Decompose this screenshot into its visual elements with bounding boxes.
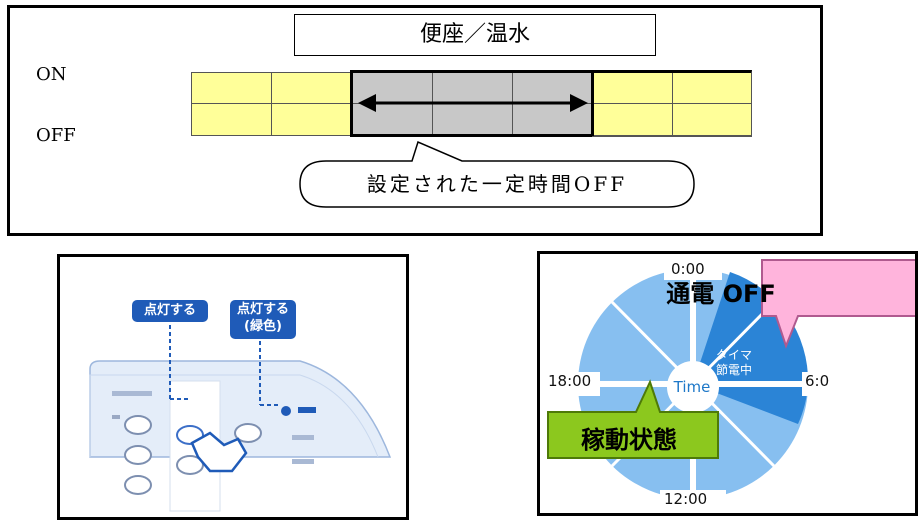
- schedule-cell: [271, 103, 352, 136]
- operating-state-callout: 稼動状態: [581, 426, 677, 454]
- control-panel-illustration: 点灯する 点灯する (緑色): [57, 254, 409, 520]
- remote-panel-graphic: [89, 325, 392, 512]
- schedule-cell: [592, 72, 673, 104]
- schedule-cell: [672, 72, 752, 104]
- lit-green-tag-line2: (緑色): [244, 319, 282, 334]
- timer-dial-illustration: [537, 251, 918, 516]
- lit-green-indicator-tag: 点灯する (緑色): [230, 300, 296, 339]
- timer-dial-graphic: [546, 258, 915, 513]
- duration-arrow-and-bubble: [299, 94, 695, 208]
- schedule-cell: [672, 103, 752, 136]
- dial-tick-right: 6:0: [805, 372, 830, 390]
- diagram-title: 便座／温水: [294, 14, 656, 56]
- dial-inner-label: タイマ 節電中: [716, 348, 752, 378]
- off-label: OFF: [36, 125, 76, 146]
- schedule-cell: [191, 103, 272, 136]
- power-off-callout: 通電 OFF: [666, 280, 776, 308]
- on-label: ON: [36, 64, 67, 85]
- on-period-frame: [592, 70, 752, 137]
- schedule-cell: [191, 72, 272, 104]
- dial-center-label: Time: [673, 378, 711, 396]
- dial-inner-label-line2: 節電中: [716, 363, 753, 377]
- lit-indicator-tag: 点灯する: [132, 300, 208, 322]
- off-period-frame: [350, 70, 594, 137]
- off-period-cell: [352, 103, 433, 136]
- off-duration-callout: 設定された一定時間OFF: [366, 172, 628, 196]
- off-period-cell: [432, 72, 513, 104]
- dial-tick-left: 18:00: [548, 372, 592, 390]
- dial-inner-label-line1: タイマ: [716, 348, 753, 362]
- dial-tick-top: 0:00: [671, 260, 705, 278]
- lit-green-tag-line1: 点灯する: [236, 302, 289, 317]
- dial-tick-bottom: 12:00: [664, 490, 708, 508]
